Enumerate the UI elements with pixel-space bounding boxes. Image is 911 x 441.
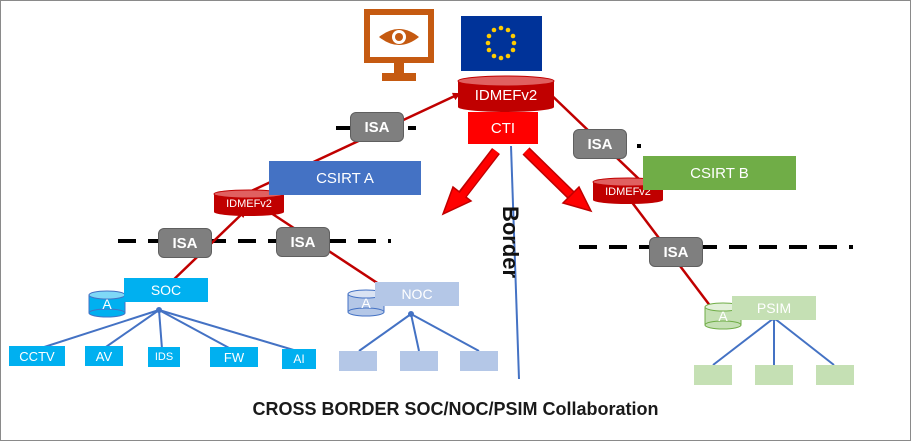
noc-device-2: [400, 351, 438, 371]
eu-flag-icon: [461, 16, 542, 71]
soc-box: SOC: [124, 278, 208, 302]
noc-device-1: [339, 351, 377, 371]
csirt-b-box: CSIRT B: [643, 156, 796, 190]
soc-device-cctv: CCTV: [9, 346, 65, 366]
idmef-right-label: IDMEFv2: [605, 185, 651, 198]
noc-database-label: A: [361, 295, 371, 311]
noc-device-3: [460, 351, 498, 371]
monitor-eye-icon: [364, 9, 434, 81]
soc-device-links: [37, 309, 298, 352]
isa-top-left: ISA: [350, 112, 404, 142]
diagram-caption: CROSS BORDER SOC/NOC/PSIM Collaboration: [252, 399, 659, 419]
border-label: Border: [498, 205, 524, 279]
psim-database-label: A: [718, 308, 728, 324]
isa-top-right: ISA: [573, 129, 627, 159]
soc-device-fw: FW: [210, 347, 258, 367]
idmef-left-label: IDMEFv2: [226, 197, 272, 210]
cti-distribution-arrow-left: [441, 147, 500, 216]
soc-device-av: AV: [85, 346, 123, 366]
cti-box: CTI: [468, 112, 538, 144]
csirt-a-box: CSIRT A: [269, 161, 421, 195]
psim-device-links: [712, 317, 835, 366]
isa-noc: ISA: [276, 227, 330, 257]
soc-database-icon: [88, 290, 126, 318]
idmef-top-label: IDMEFv2: [474, 86, 538, 104]
cti-distribution-arrow-right: [522, 147, 593, 213]
border-line: [510, 145, 520, 380]
psim-device-3: [816, 365, 854, 385]
idmef-top-cylinder: [457, 75, 555, 112]
psim-device-1: [694, 365, 732, 385]
soc-database-label: A: [102, 296, 112, 312]
psim-box: PSIM: [732, 296, 816, 320]
link-noc-to-idmef-left: [270, 211, 392, 294]
psim-device-2: [755, 365, 793, 385]
soc-device-ids: IDS: [148, 347, 180, 367]
idmef-left-cylinder: [213, 189, 285, 216]
soc-device-ai: AI: [282, 349, 316, 369]
isa-psim: ISA: [649, 237, 703, 267]
isa-soc: ISA: [158, 228, 212, 258]
noc-device-links: [358, 313, 480, 352]
noc-box: NOC: [375, 282, 459, 306]
